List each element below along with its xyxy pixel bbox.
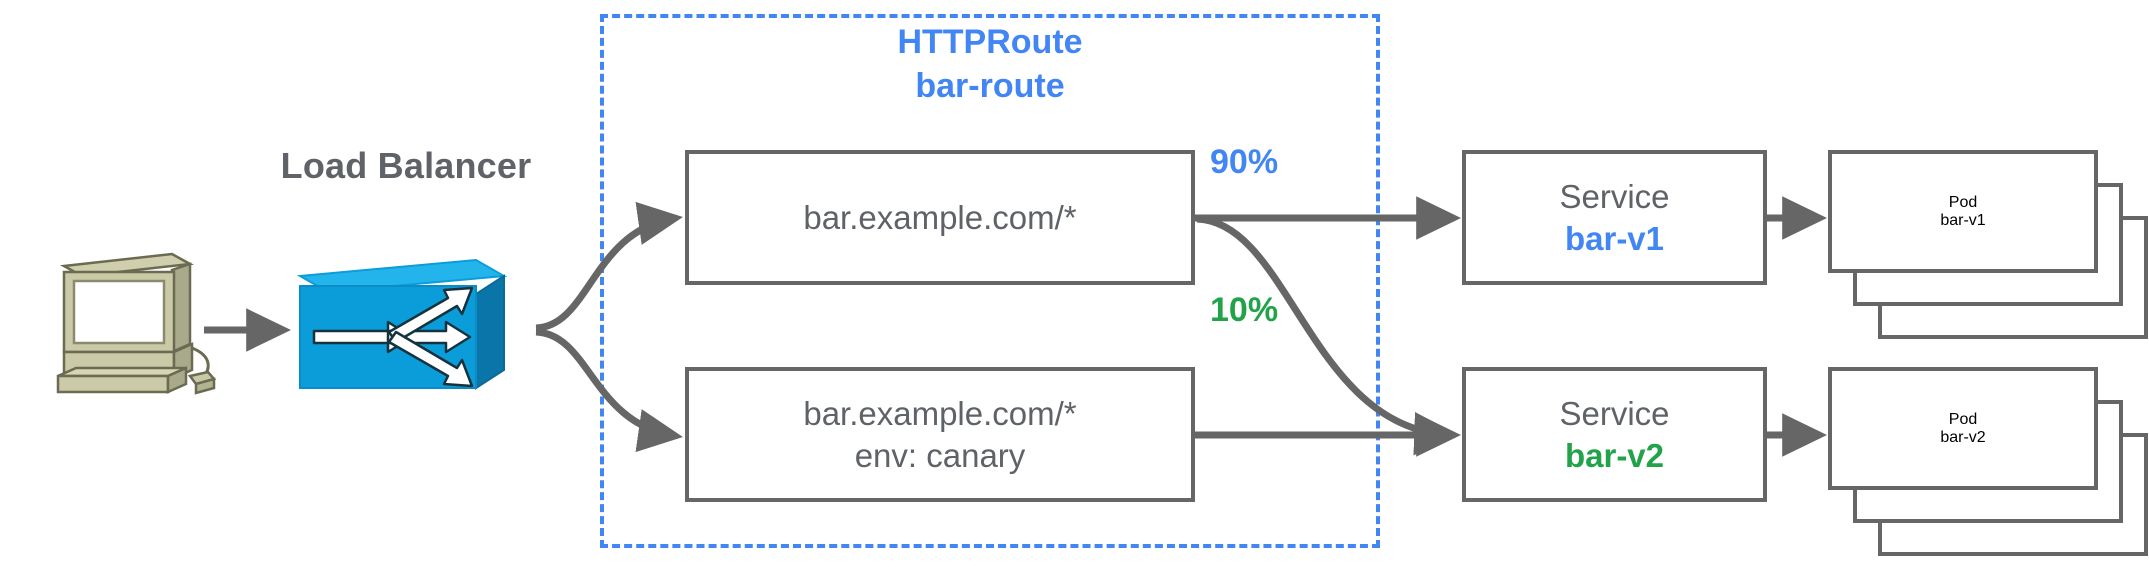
pod-1-name-label: bar-v1: [1940, 211, 1986, 229]
httproute-title: HTTPRoute bar-route: [600, 20, 1380, 108]
pod-stack-bar-v1: Pod bar-v1: [1828, 150, 2148, 340]
arrow-rule1-to-service-bar-v2-10: [1196, 215, 1459, 456]
route-rule-2-line-2: env: canary: [854, 436, 1026, 474]
route-rule-2-line-1: bar.example.com/*: [803, 394, 1077, 432]
load-balancer-label: Load Balancer: [280, 145, 532, 186]
weight-label-90: 90%: [1210, 143, 1279, 181]
pod-1-kind-label: Pod: [1948, 193, 1978, 211]
httproute-boundary: [600, 14, 1380, 548]
route-rule-box-2: bar.example.com/* env: canary: [685, 367, 1195, 502]
service-box-bar-v2: Service bar-v2: [1462, 367, 1767, 502]
pod-2-kind-label: Pod: [1948, 410, 1978, 428]
route-rule-1-line-1: bar.example.com/*: [803, 198, 1077, 236]
route-rule-box-1: bar.example.com/*: [685, 150, 1195, 285]
service-1-kind-label: Service: [1559, 177, 1670, 215]
weight-label-10: 10%: [1210, 291, 1279, 329]
load-balancer-icon: [288, 248, 540, 408]
httproute-kind-label: HTTPRoute: [897, 23, 1083, 61]
service-2-name-label: bar-v2: [1564, 436, 1665, 474]
pod-stack-2-front-card: Pod bar-v2: [1828, 367, 2098, 490]
arrow-lb-to-route-rule-2: [535, 328, 683, 453]
service-box-bar-v1: Service bar-v1: [1462, 150, 1767, 285]
arrow-lb-to-route-rule-1: [535, 201, 683, 332]
pod-stack-1-front-card: Pod bar-v1: [1828, 150, 2098, 273]
computer-workstation-icon: [40, 248, 220, 408]
httproute-name-label: bar-route: [915, 67, 1065, 105]
service-2-kind-label: Service: [1559, 394, 1670, 432]
service-1-name-label: bar-v1: [1564, 219, 1665, 257]
pod-stack-bar-v2: Pod bar-v2: [1828, 367, 2148, 557]
pod-2-name-label: bar-v2: [1940, 428, 1986, 446]
